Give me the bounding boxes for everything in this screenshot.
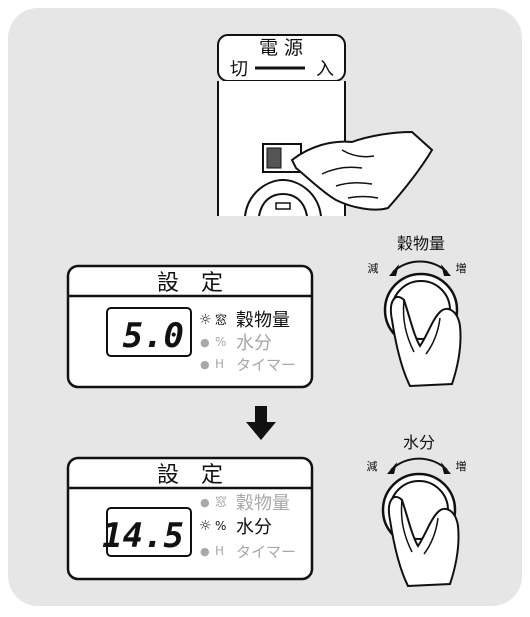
lcd-display (106, 507, 192, 557)
arrow-left-icon (387, 462, 397, 474)
panel-title: 設 定 (157, 271, 223, 296)
indicator-off-icon: ● (200, 336, 210, 349)
increase-label: 増 (456, 262, 467, 275)
socket-icon (244, 178, 322, 217)
hand-icon (290, 130, 434, 211)
knob-moisture: 水分 減 増 (367, 433, 467, 588)
decrease-label: 減 (367, 459, 378, 473)
knob-label: 水分 (403, 433, 435, 452)
mode-label: タイマー (236, 543, 296, 561)
power-on-label: 入 (316, 59, 334, 80)
setting-panel-top: 設 定 5.0 ☼ 窓 穀物量 ● % 水分 ● H タイマー (66, 264, 314, 389)
indicator-off-icon: ● (200, 358, 210, 371)
indicator-code: % (215, 519, 226, 533)
mode-label: 水分 (236, 517, 272, 538)
indicator-code: H (215, 357, 224, 371)
power-off-label: 切 (230, 59, 248, 80)
knob-grain-amount: 穀物量 減 増 (368, 234, 467, 388)
indicator-code: % (215, 335, 226, 349)
down-arrow-icon (246, 406, 276, 440)
knob-label: 穀物量 (397, 234, 445, 253)
indicator-code: H (215, 544, 224, 558)
mode-label: 穀物量 (236, 493, 290, 514)
indicator-lit-icon: ☼ (199, 312, 212, 328)
arrow-right-icon (441, 264, 451, 276)
mode-label: 穀物量 (236, 310, 290, 331)
panel-title: 設 定 (157, 463, 223, 488)
indicator-code: 窓 (215, 312, 227, 327)
indicator-lit-icon: ☼ (199, 518, 212, 534)
lcd-display (106, 307, 192, 357)
indicator-code: 窓 (215, 494, 227, 509)
decrease-label: 減 (368, 261, 379, 275)
lcd-value: 14.5 (102, 516, 184, 556)
setting-panel-bottom: 設 定 14.5 ● 窓 穀物量 ☼ % 水分 ● H タイマー (66, 456, 314, 581)
mode-label: タイマー (236, 356, 296, 374)
power-switch-panel: 電 源 切 入 (217, 34, 434, 217)
mode-label: 水分 (236, 333, 272, 354)
indicator-off-icon: ● (200, 545, 210, 558)
increase-label: 増 (456, 460, 467, 473)
indicator-off-icon: ● (200, 496, 210, 509)
lcd-value: 5.0 (123, 316, 184, 356)
power-label: 電 源 (259, 37, 303, 59)
arrow-right-icon (441, 462, 451, 474)
arrow-left-icon (389, 264, 399, 276)
